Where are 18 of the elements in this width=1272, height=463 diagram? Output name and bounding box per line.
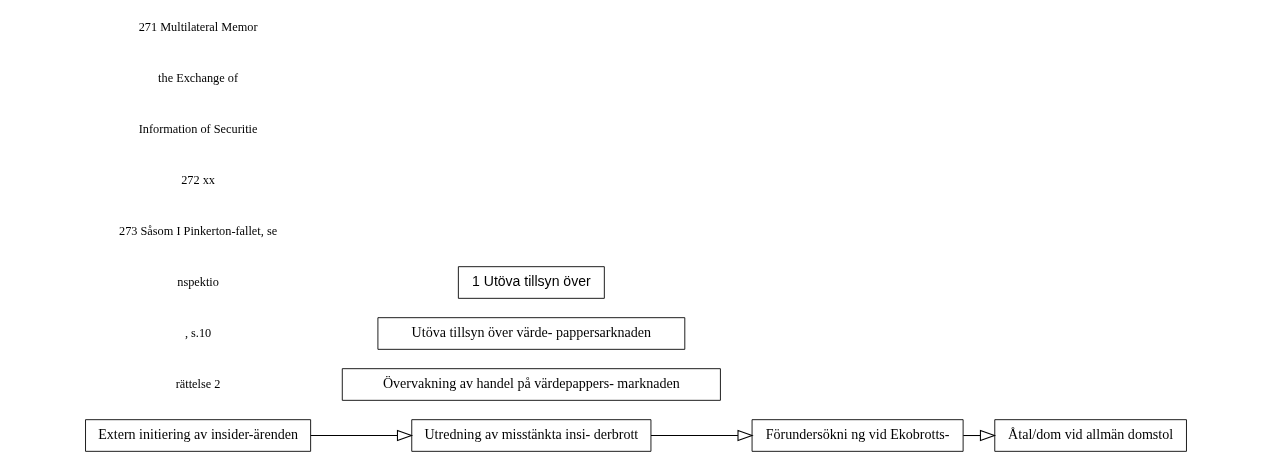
arrow xyxy=(310,429,414,442)
label: 273 Såsom I Pinkerton-fallet, se xyxy=(119,223,278,238)
label: , s.10 xyxy=(184,325,212,340)
label: nspektio xyxy=(177,274,219,289)
label: rättelse 2 xyxy=(175,376,221,391)
label: 272 xx xyxy=(181,172,215,187)
node-box: Utöva tillsyn över värde- pappersarknaden xyxy=(377,317,686,350)
node-box: Övervakning av handel på värdepappers- marknaden xyxy=(341,368,721,401)
arrow xyxy=(650,429,754,442)
label: Information of Securitie xyxy=(138,121,258,136)
node-box: Utredning av misstänkta insi- derbrott xyxy=(411,419,652,452)
node-box: Extern initiering av insider-ärenden xyxy=(85,419,312,452)
label: 271 Multilateral Memor xyxy=(138,19,258,34)
node-box: 1 Utöva tillsyn över xyxy=(457,266,605,299)
label: the Exchange of xyxy=(158,70,239,85)
node-box: Åtal/dom vid allmän domstol xyxy=(994,419,1187,452)
node-box: Förundersökni ng vid Ekobrotts- xyxy=(751,419,964,452)
arrow xyxy=(962,429,997,442)
